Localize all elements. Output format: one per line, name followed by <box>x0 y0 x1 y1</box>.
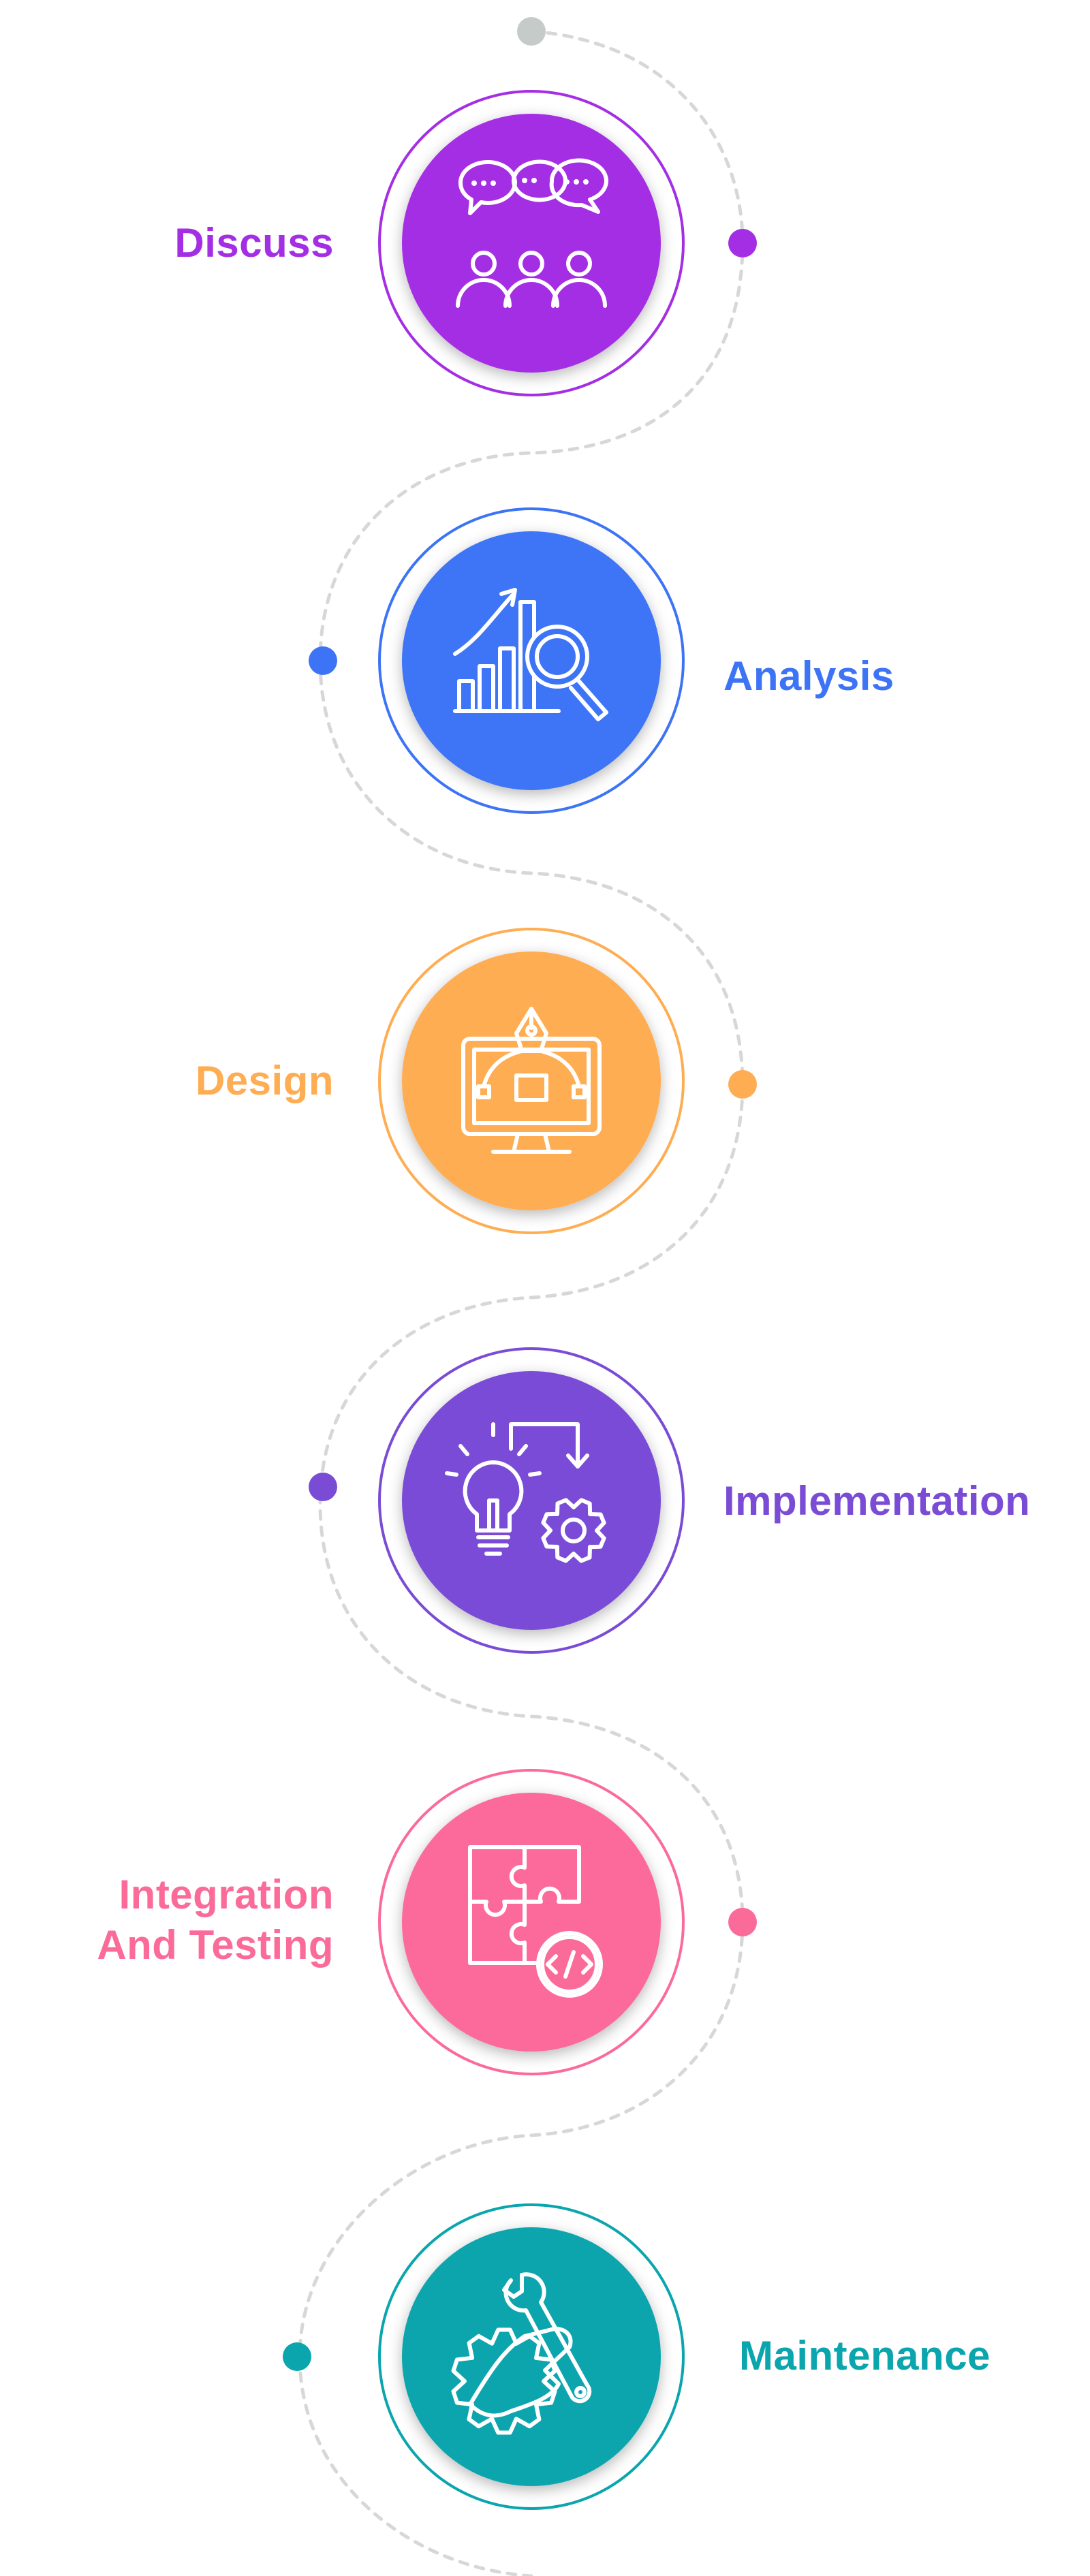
step-1-label: Discuss <box>174 218 334 268</box>
step-label-line: And Testing <box>97 1922 334 1968</box>
step-6-label: Maintenance <box>739 2331 991 2381</box>
step-3-label: Design <box>196 1056 334 1106</box>
step-label-line: Implementation <box>723 1478 1031 1524</box>
chart-magnifier-icon <box>453 588 608 721</box>
step-5-connector-dot <box>728 1908 757 1936</box>
step-2-connector-dot <box>309 646 337 675</box>
step-inner-disc <box>402 1793 661 2052</box>
step-4-label: Implementation <box>723 1476 1030 1526</box>
step-inner-disc <box>402 114 661 373</box>
step-label-line: Discuss <box>174 220 334 266</box>
step-label-line: Integration <box>119 1872 334 1917</box>
step-inner-disc <box>402 2227 661 2486</box>
step-2-label: Analysis <box>723 651 894 702</box>
step-4-circle <box>309 1347 685 1654</box>
dashed-connector-path <box>298 29 745 2576</box>
wrench-gear-hand-icon <box>451 2272 592 2435</box>
step-inner-disc <box>402 952 661 1210</box>
step-3-circle <box>378 928 757 1234</box>
timeline-start-dot <box>517 17 546 46</box>
step-2-circle <box>309 507 685 814</box>
step-1-connector-dot <box>728 229 757 257</box>
step-inner-disc <box>402 1371 661 1630</box>
discussion-people-icon <box>456 158 608 308</box>
step-label-line: Analysis <box>723 653 894 699</box>
monitor-pen-design-icon <box>461 1007 602 1154</box>
step-6-circle <box>283 2203 685 2510</box>
step-3-connector-dot <box>728 1070 757 1099</box>
lightbulb-gear-icon <box>445 1422 606 1563</box>
step-1-circle <box>378 90 757 396</box>
step-label-line: Design <box>195 1058 334 1103</box>
puzzle-code-icon <box>468 1845 603 1998</box>
step-4-connector-dot <box>309 1473 337 1501</box>
step-label-line: Maintenance <box>739 2333 991 2378</box>
step-6-connector-dot <box>283 2342 311 2371</box>
step-5-circle <box>378 1769 757 2075</box>
